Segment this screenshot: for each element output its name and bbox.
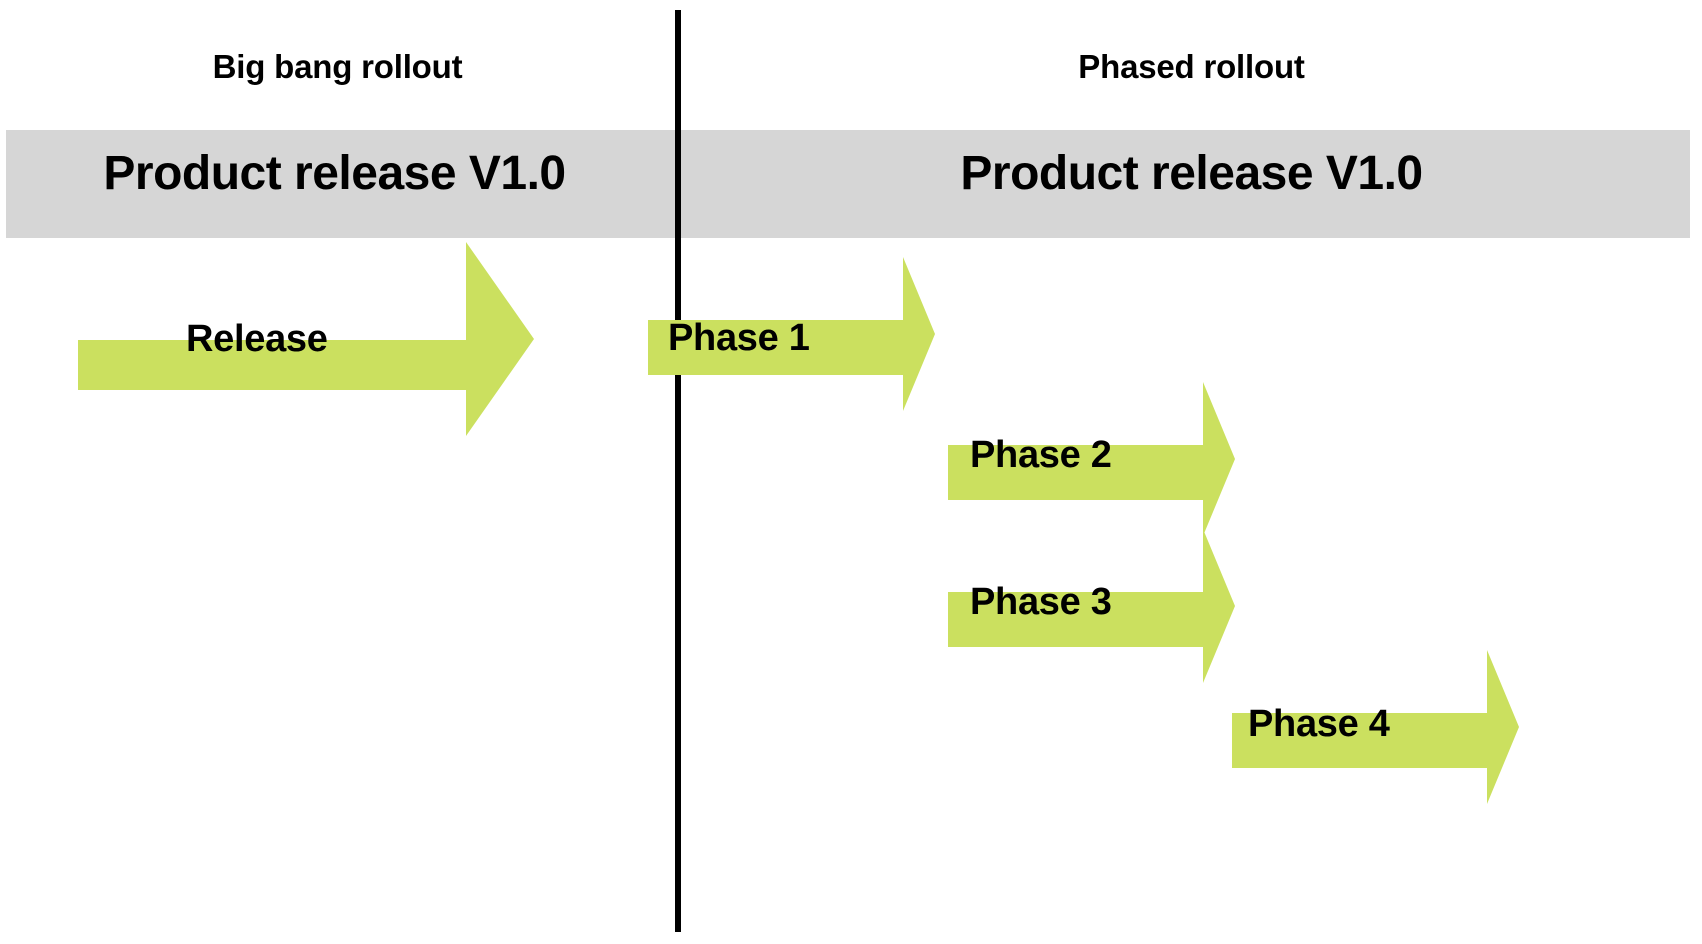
arrow-release[interactable] [78, 240, 536, 438]
column-heading-big-bang: Big bang rollout [212, 48, 463, 85]
right-arrow-icon [78, 242, 534, 436]
arrow-phase-4[interactable] [1232, 648, 1520, 806]
right-arrow-icon [648, 257, 935, 411]
arrow-phase-1[interactable] [648, 255, 936, 413]
arrow-label-phase-3: Phase 3 [970, 581, 1112, 623]
release-band-label-right: Product release V1.0 [960, 147, 1423, 200]
arrow-phase-3[interactable] [948, 527, 1236, 685]
panel-divider [675, 10, 681, 932]
arrow-label-phase-2: Phase 2 [970, 434, 1112, 476]
arrow-phase-2[interactable] [948, 380, 1236, 538]
right-arrow-icon [1232, 650, 1519, 804]
arrow-label-phase-4: Phase 4 [1248, 703, 1390, 745]
right-arrow-icon [948, 529, 1235, 683]
arrow-label-release: Release [186, 318, 328, 360]
release-band [6, 130, 1690, 238]
arrow-label-phase-1: Phase 1 [668, 317, 810, 359]
column-heading-phased: Phased rollout [1078, 48, 1305, 85]
release-band-label-left: Product release V1.0 [103, 147, 566, 200]
right-arrow-icon [948, 382, 1235, 536]
